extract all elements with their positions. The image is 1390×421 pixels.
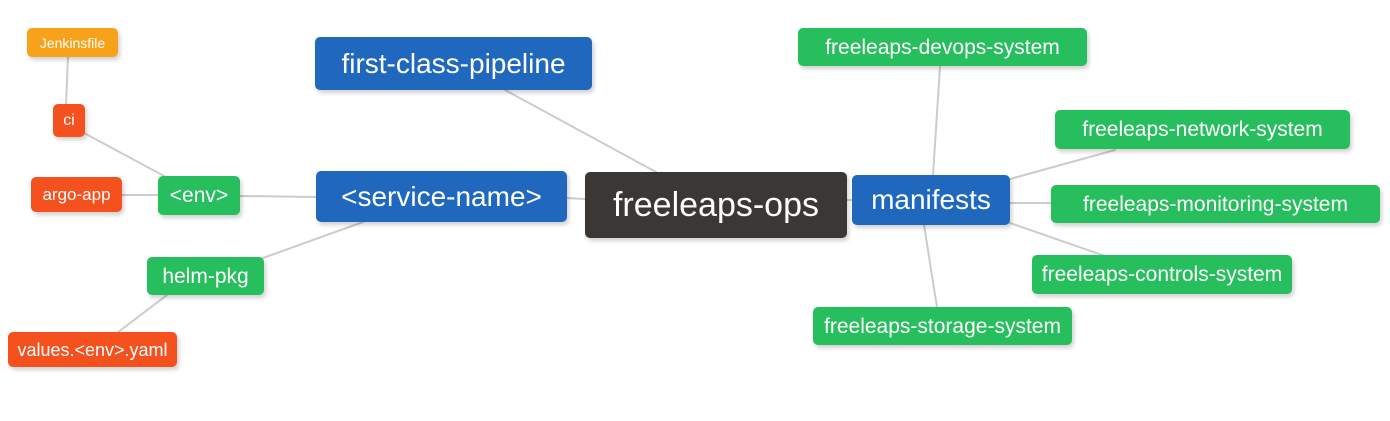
node-freeleaps-storage-system[interactable]: freeleaps-storage-system: [813, 307, 1072, 345]
edge-manifests-freeleaps-devops-system: [932, 66, 941, 176]
node-label: freeleaps-ops: [612, 186, 819, 224]
edge-service-name-freeleaps-ops: [566, 197, 586, 200]
node-jenkinsfile[interactable]: Jenkinsfile: [27, 28, 118, 57]
node-service-name[interactable]: <service-name>: [316, 171, 567, 222]
node-label: Jenkinsfile: [39, 34, 106, 51]
node-label: freeleaps-monitoring-system: [1083, 192, 1348, 216]
node-label: <env>: [169, 184, 229, 207]
edge-manifests-freeleaps-storage-system: [923, 224, 938, 308]
node-label: argo-app: [42, 185, 111, 204]
node-manifests[interactable]: manifests: [852, 175, 1010, 225]
node-env[interactable]: <env>: [158, 176, 240, 215]
edge-service-name-helm-pkg: [262, 221, 364, 259]
node-label: first-class-pipeline: [341, 47, 566, 79]
node-values-env-yaml[interactable]: values.<env>.yaml: [8, 332, 177, 367]
edge-manifests-freeleaps-network-system: [1009, 149, 1116, 180]
edge-jenkinsfile-ci: [65, 56, 69, 105]
node-label: freeleaps-devops-system: [825, 35, 1060, 59]
node-label: helm-pkg: [162, 264, 249, 288]
node-label: values.<env>.yaml: [17, 339, 168, 360]
node-ci[interactable]: ci: [53, 104, 85, 137]
node-freeleaps-monitoring-system[interactable]: freeleaps-monitoring-system: [1051, 185, 1380, 223]
edge-manifests-freeleaps-controls-system: [1009, 222, 1106, 257]
node-label: manifests: [871, 184, 991, 215]
edge-ci-env: [83, 132, 167, 178]
node-first-class-pipeline[interactable]: first-class-pipeline: [315, 37, 592, 90]
node-freeleaps-controls-system[interactable]: freeleaps-controls-system: [1032, 255, 1292, 294]
edge-first-class-pipeline-freeleaps-ops: [504, 89, 657, 173]
node-freeleaps-network-system[interactable]: freeleaps-network-system: [1055, 110, 1350, 149]
node-argo-app[interactable]: argo-app: [31, 177, 122, 212]
node-label: ci: [63, 111, 75, 129]
edge-env-service-name: [239, 195, 317, 198]
node-label: <service-name>: [341, 180, 542, 212]
node-label: freeleaps-network-system: [1082, 118, 1323, 141]
node-label: freeleaps-storage-system: [824, 314, 1061, 338]
node-freeleaps-devops-system[interactable]: freeleaps-devops-system: [798, 28, 1087, 66]
node-freeleaps-ops[interactable]: freeleaps-ops: [585, 172, 847, 238]
edge-helm-pkg-values-env-yaml: [116, 294, 168, 334]
node-label: freeleaps-controls-system: [1041, 263, 1283, 286]
node-helm-pkg[interactable]: helm-pkg: [147, 257, 264, 295]
